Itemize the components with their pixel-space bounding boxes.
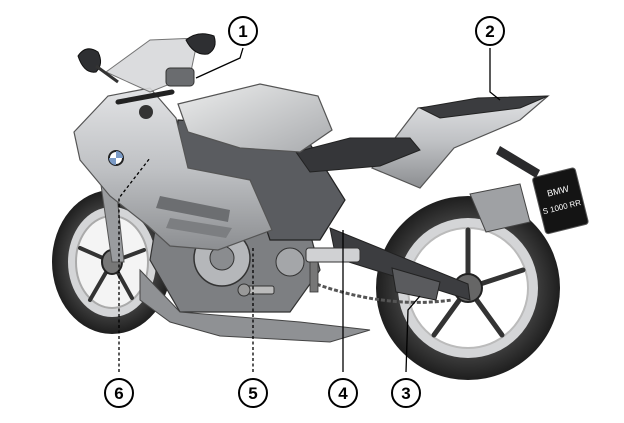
callout-2-label: 2 (485, 22, 494, 41)
callout-6: 6 (104, 378, 134, 408)
footrest (305, 247, 361, 293)
rear-seat (418, 95, 549, 119)
chain-guard (391, 267, 441, 301)
callout-5-label: 5 (248, 384, 257, 403)
callout-2: 2 (475, 16, 505, 46)
callout-3: 3 (391, 378, 421, 408)
gearshift-lever (237, 283, 275, 297)
fuel-tank (177, 83, 333, 153)
mirrors (77, 33, 216, 84)
leader-lines (118, 47, 501, 373)
callout-4-label: 4 (338, 384, 348, 403)
exhaust (469, 183, 531, 233)
callout-1-label: 1 (238, 22, 247, 41)
callout-4: 4 (328, 378, 358, 408)
callout-1: 1 (228, 16, 258, 46)
license-plate: BMW S 1000 RR (532, 167, 589, 235)
rider-seat (295, 137, 421, 173)
callout-5: 5 (238, 378, 268, 408)
tail-section (371, 95, 550, 189)
handlebar (115, 67, 195, 119)
lower-fairing (139, 268, 371, 343)
callout-3-label: 3 (401, 384, 410, 403)
callout-6-label: 6 (114, 384, 123, 403)
